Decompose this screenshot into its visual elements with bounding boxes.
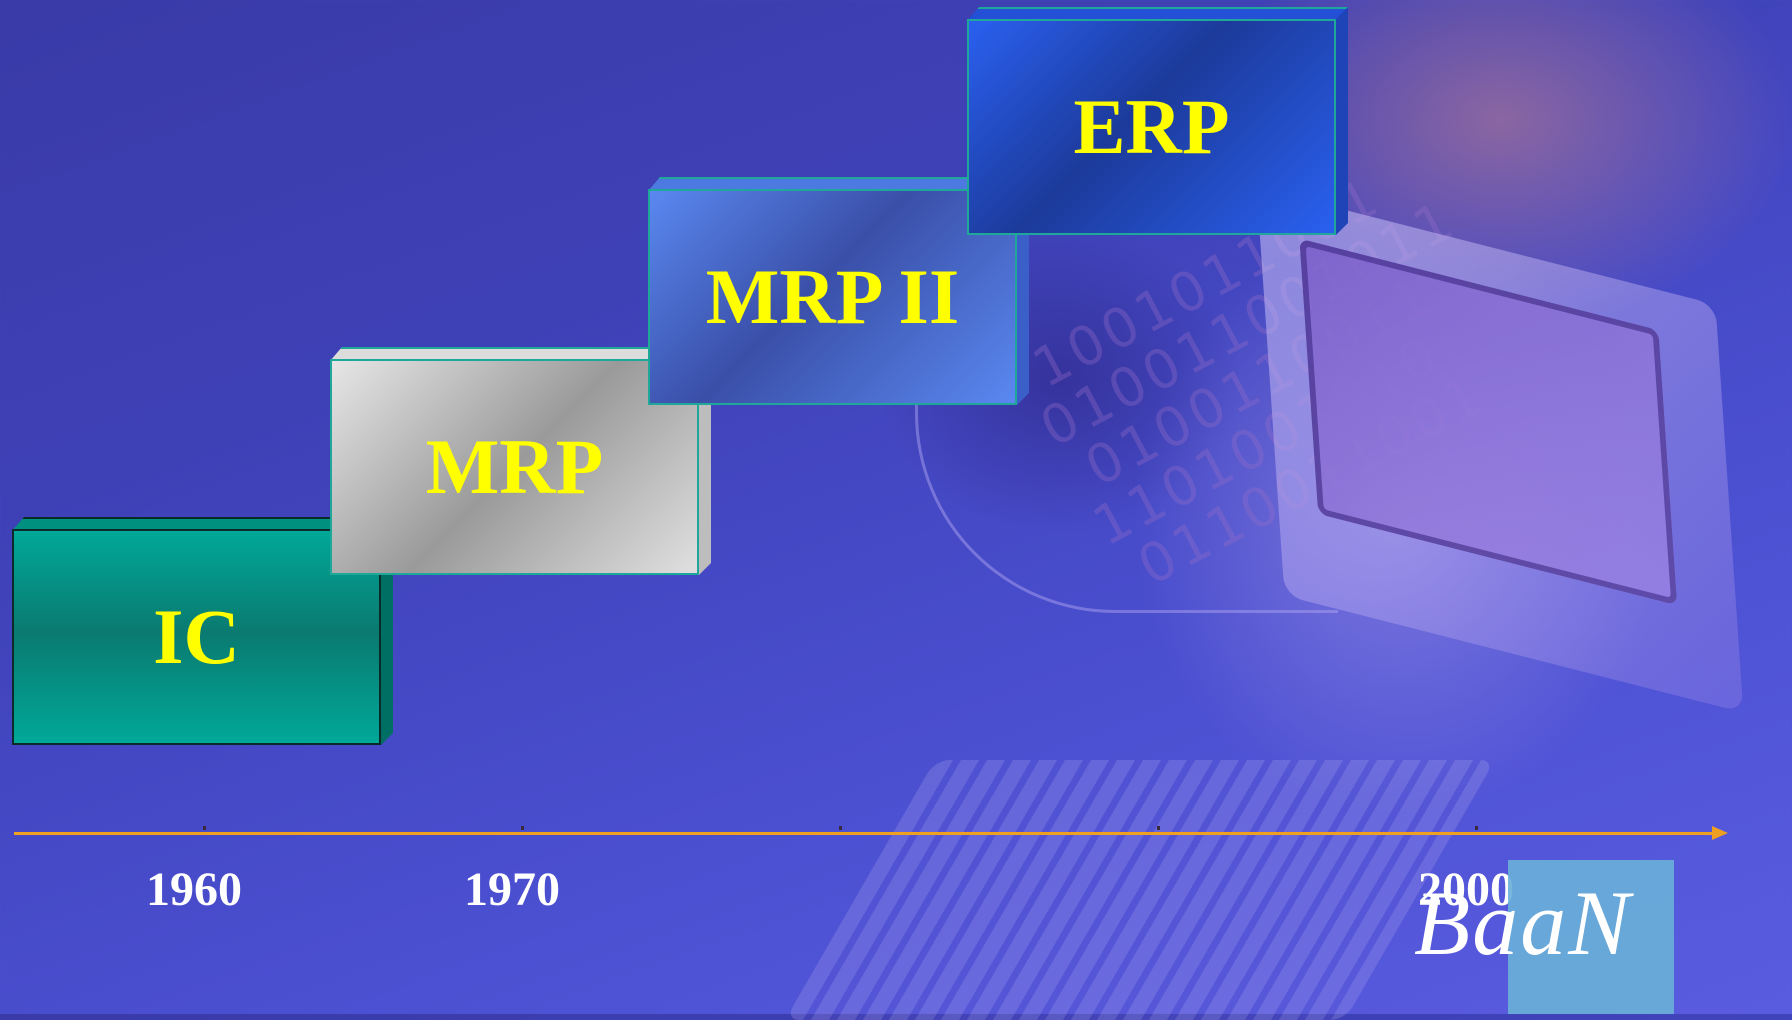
- block-erp-top: [967, 7, 1348, 21]
- block-erp-label: ERP: [967, 19, 1336, 235]
- block-mrp-top: [330, 347, 711, 361]
- block-ic-label: IC: [12, 529, 381, 745]
- year-label: 1960: [146, 863, 242, 916]
- timeline-tick: [203, 826, 206, 830]
- block-erp-side: [1336, 7, 1348, 235]
- block-ic-top: [12, 517, 393, 531]
- block-mrp-ii-top: [648, 177, 1029, 191]
- year-label: 1970: [464, 863, 560, 916]
- timeline-tick: [1157, 826, 1160, 830]
- year-label: 2000: [1418, 863, 1514, 916]
- monitor-screen: [1299, 238, 1678, 606]
- logo-background: [1508, 860, 1674, 1014]
- block-mrp-label: MRP: [330, 359, 699, 575]
- block-mrp-ii-label: MRP II: [648, 189, 1017, 405]
- arrow-right-icon: [1712, 826, 1728, 840]
- timeline-tick: [1475, 826, 1478, 830]
- block-erp: ERP: [967, 7, 1348, 235]
- block-ic: IC: [12, 517, 393, 745]
- timeline-axis: [14, 832, 1719, 835]
- timeline-tick: [521, 826, 524, 830]
- logo-text: BaaN: [1414, 872, 1632, 974]
- timeline-tick: [839, 826, 842, 830]
- block-mrp-ii: MRP II: [648, 177, 1029, 405]
